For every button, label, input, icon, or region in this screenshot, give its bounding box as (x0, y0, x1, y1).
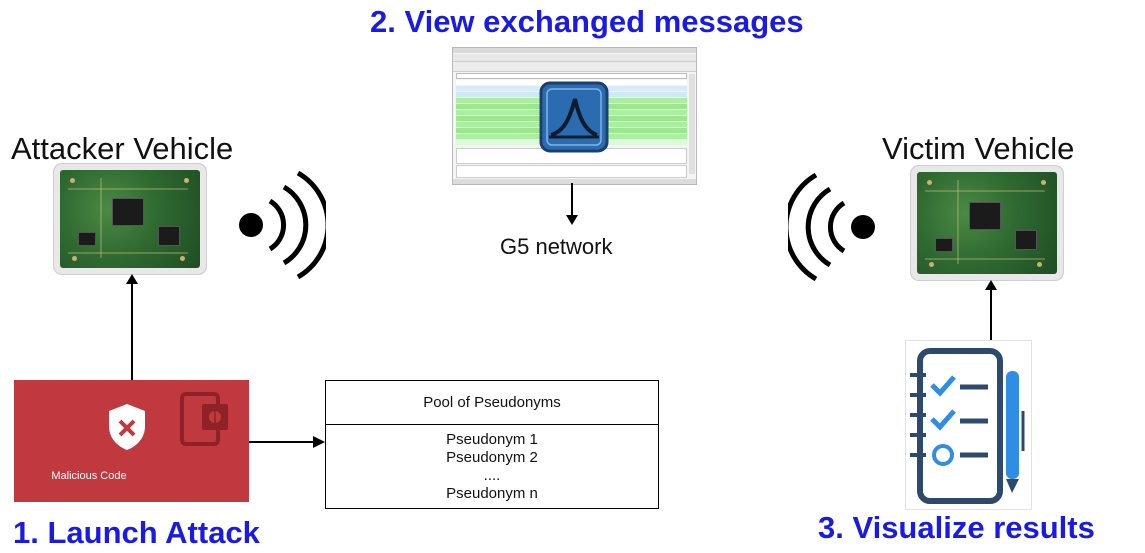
step-1-title: 1. Launch Attack (13, 515, 260, 550)
pseudonym-pool-table: Pool of Pseudonyms Pseudonym 1 Pseudonym… (325, 380, 659, 509)
pseudonym-item: Pseudonym n (446, 485, 538, 502)
step-2-title: 2. View exchanged messages (370, 4, 804, 39)
victim-vehicle-label: Victim Vehicle (882, 131, 1075, 166)
checklist-icon (905, 340, 1032, 510)
wireshark-fin-icon (539, 81, 609, 153)
arrow-to-network (566, 183, 578, 225)
victim-signal-icon (788, 172, 875, 282)
pseudonym-item: Pseudonym 2 (446, 449, 538, 466)
victim-vehicle-board (917, 172, 1057, 274)
attacker-vehicle-label: Attacker Vehicle (11, 131, 234, 166)
arrow-to-victim (985, 280, 997, 340)
pseudonym-item: .... (483, 467, 501, 484)
arrow-to-attacker (126, 274, 138, 380)
tablet-bug-icon (180, 392, 228, 446)
attacker-signal-icon (239, 170, 326, 280)
pseudonym-pool-title: Pool of Pseudonyms (326, 381, 658, 425)
step-3-title: 3. Visualize results (818, 510, 1095, 545)
arrow-to-pool (249, 436, 325, 448)
malicious-code-panel: Malicious Code (14, 380, 249, 502)
g5-network-label: G5 network (500, 234, 613, 259)
attacker-vehicle-board (60, 170, 200, 268)
shield-x-icon (109, 404, 145, 450)
malicious-code-caption: Malicious Code (51, 470, 127, 482)
wireshark-screenshot (452, 47, 697, 185)
pseudonym-item: Pseudonym 1 (446, 431, 538, 448)
